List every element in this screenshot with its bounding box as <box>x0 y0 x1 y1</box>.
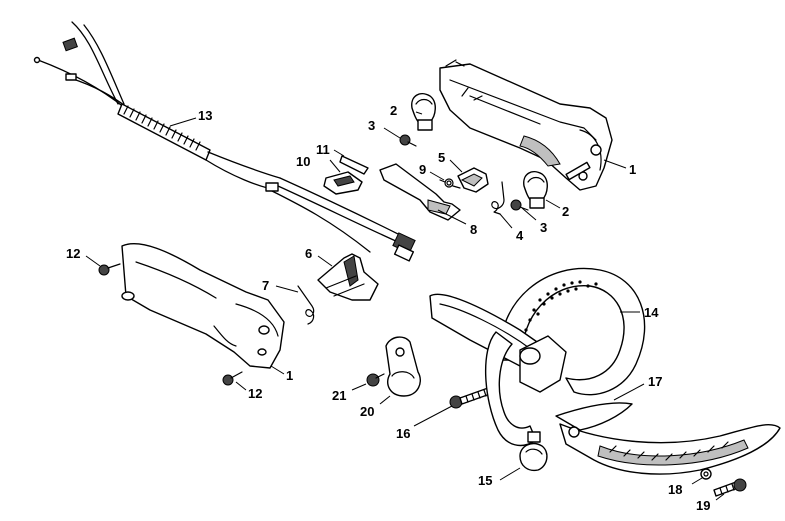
part-5-lever <box>457 167 489 193</box>
callout-8: 8 <box>470 222 477 237</box>
part-8-throttle-trigger <box>379 163 461 221</box>
part-7-spring <box>297 285 315 325</box>
callout-3-top: 3 <box>368 118 375 133</box>
callout-16: 16 <box>396 426 410 441</box>
part-10-switch-slider <box>323 171 363 195</box>
callout-7: 7 <box>262 278 269 293</box>
part-14-loop-handle <box>429 267 646 447</box>
part-2-clamp-right <box>523 170 548 209</box>
callout-1-top: 1 <box>629 162 636 177</box>
callout-6: 6 <box>305 246 312 261</box>
callout-18: 18 <box>668 482 682 497</box>
part-1-handle-housing-left <box>121 242 285 369</box>
callout-9: 9 <box>419 162 426 177</box>
part-3-screw-top <box>399 134 417 147</box>
part-11-contact-spring <box>339 155 369 175</box>
leader-lines <box>85 111 725 501</box>
callout-3-right: 3 <box>540 220 547 235</box>
callout-21: 21 <box>332 388 346 403</box>
callout-5: 5 <box>438 150 445 165</box>
part-6-trigger-interlock <box>317 253 379 301</box>
part-1-handle-housing-top <box>439 59 613 191</box>
callout-2-right: 2 <box>562 204 569 219</box>
grip-dot-pattern-icon <box>524 280 598 332</box>
spring-sleeve-icon <box>117 103 211 161</box>
part-18-washer <box>700 468 712 480</box>
callout-14: 14 <box>644 305 659 320</box>
part-21-screw <box>366 373 385 387</box>
part-15-clamp <box>519 431 548 472</box>
part-20-clamp <box>385 336 422 397</box>
callout-labels: 1 1 2 2 3 3 4 5 6 7 8 9 10 11 12 12 13 1… <box>66 103 710 513</box>
part-3-screw-right <box>510 199 529 211</box>
connector-plug-icon <box>62 37 78 52</box>
callout-13: 13 <box>198 108 212 123</box>
callout-12-bottom: 12 <box>248 386 262 401</box>
callout-12-top: 12 <box>66 246 80 261</box>
part-9-torsion-spring <box>439 178 461 189</box>
callout-10: 10 <box>296 154 310 169</box>
callout-11: 11 <box>316 142 330 157</box>
callout-17: 17 <box>648 374 662 389</box>
cable-end-icon <box>65 73 77 81</box>
callout-4: 4 <box>516 228 524 243</box>
callout-1-left: 1 <box>286 368 293 383</box>
part-12-screw-top <box>98 263 121 276</box>
part-19-screw <box>713 478 747 497</box>
part-17-barrier-bar <box>555 402 781 475</box>
part-2-clamp-top <box>411 92 436 131</box>
callout-19: 19 <box>696 498 710 513</box>
part-16-long-screw <box>449 387 491 409</box>
callout-20: 20 <box>360 404 374 419</box>
callout-15: 15 <box>478 473 492 488</box>
part-4-spring <box>491 181 505 215</box>
part-13-cable-harness <box>33 21 416 262</box>
part-12-screw-bottom <box>222 371 243 386</box>
callout-2-top: 2 <box>390 103 397 118</box>
